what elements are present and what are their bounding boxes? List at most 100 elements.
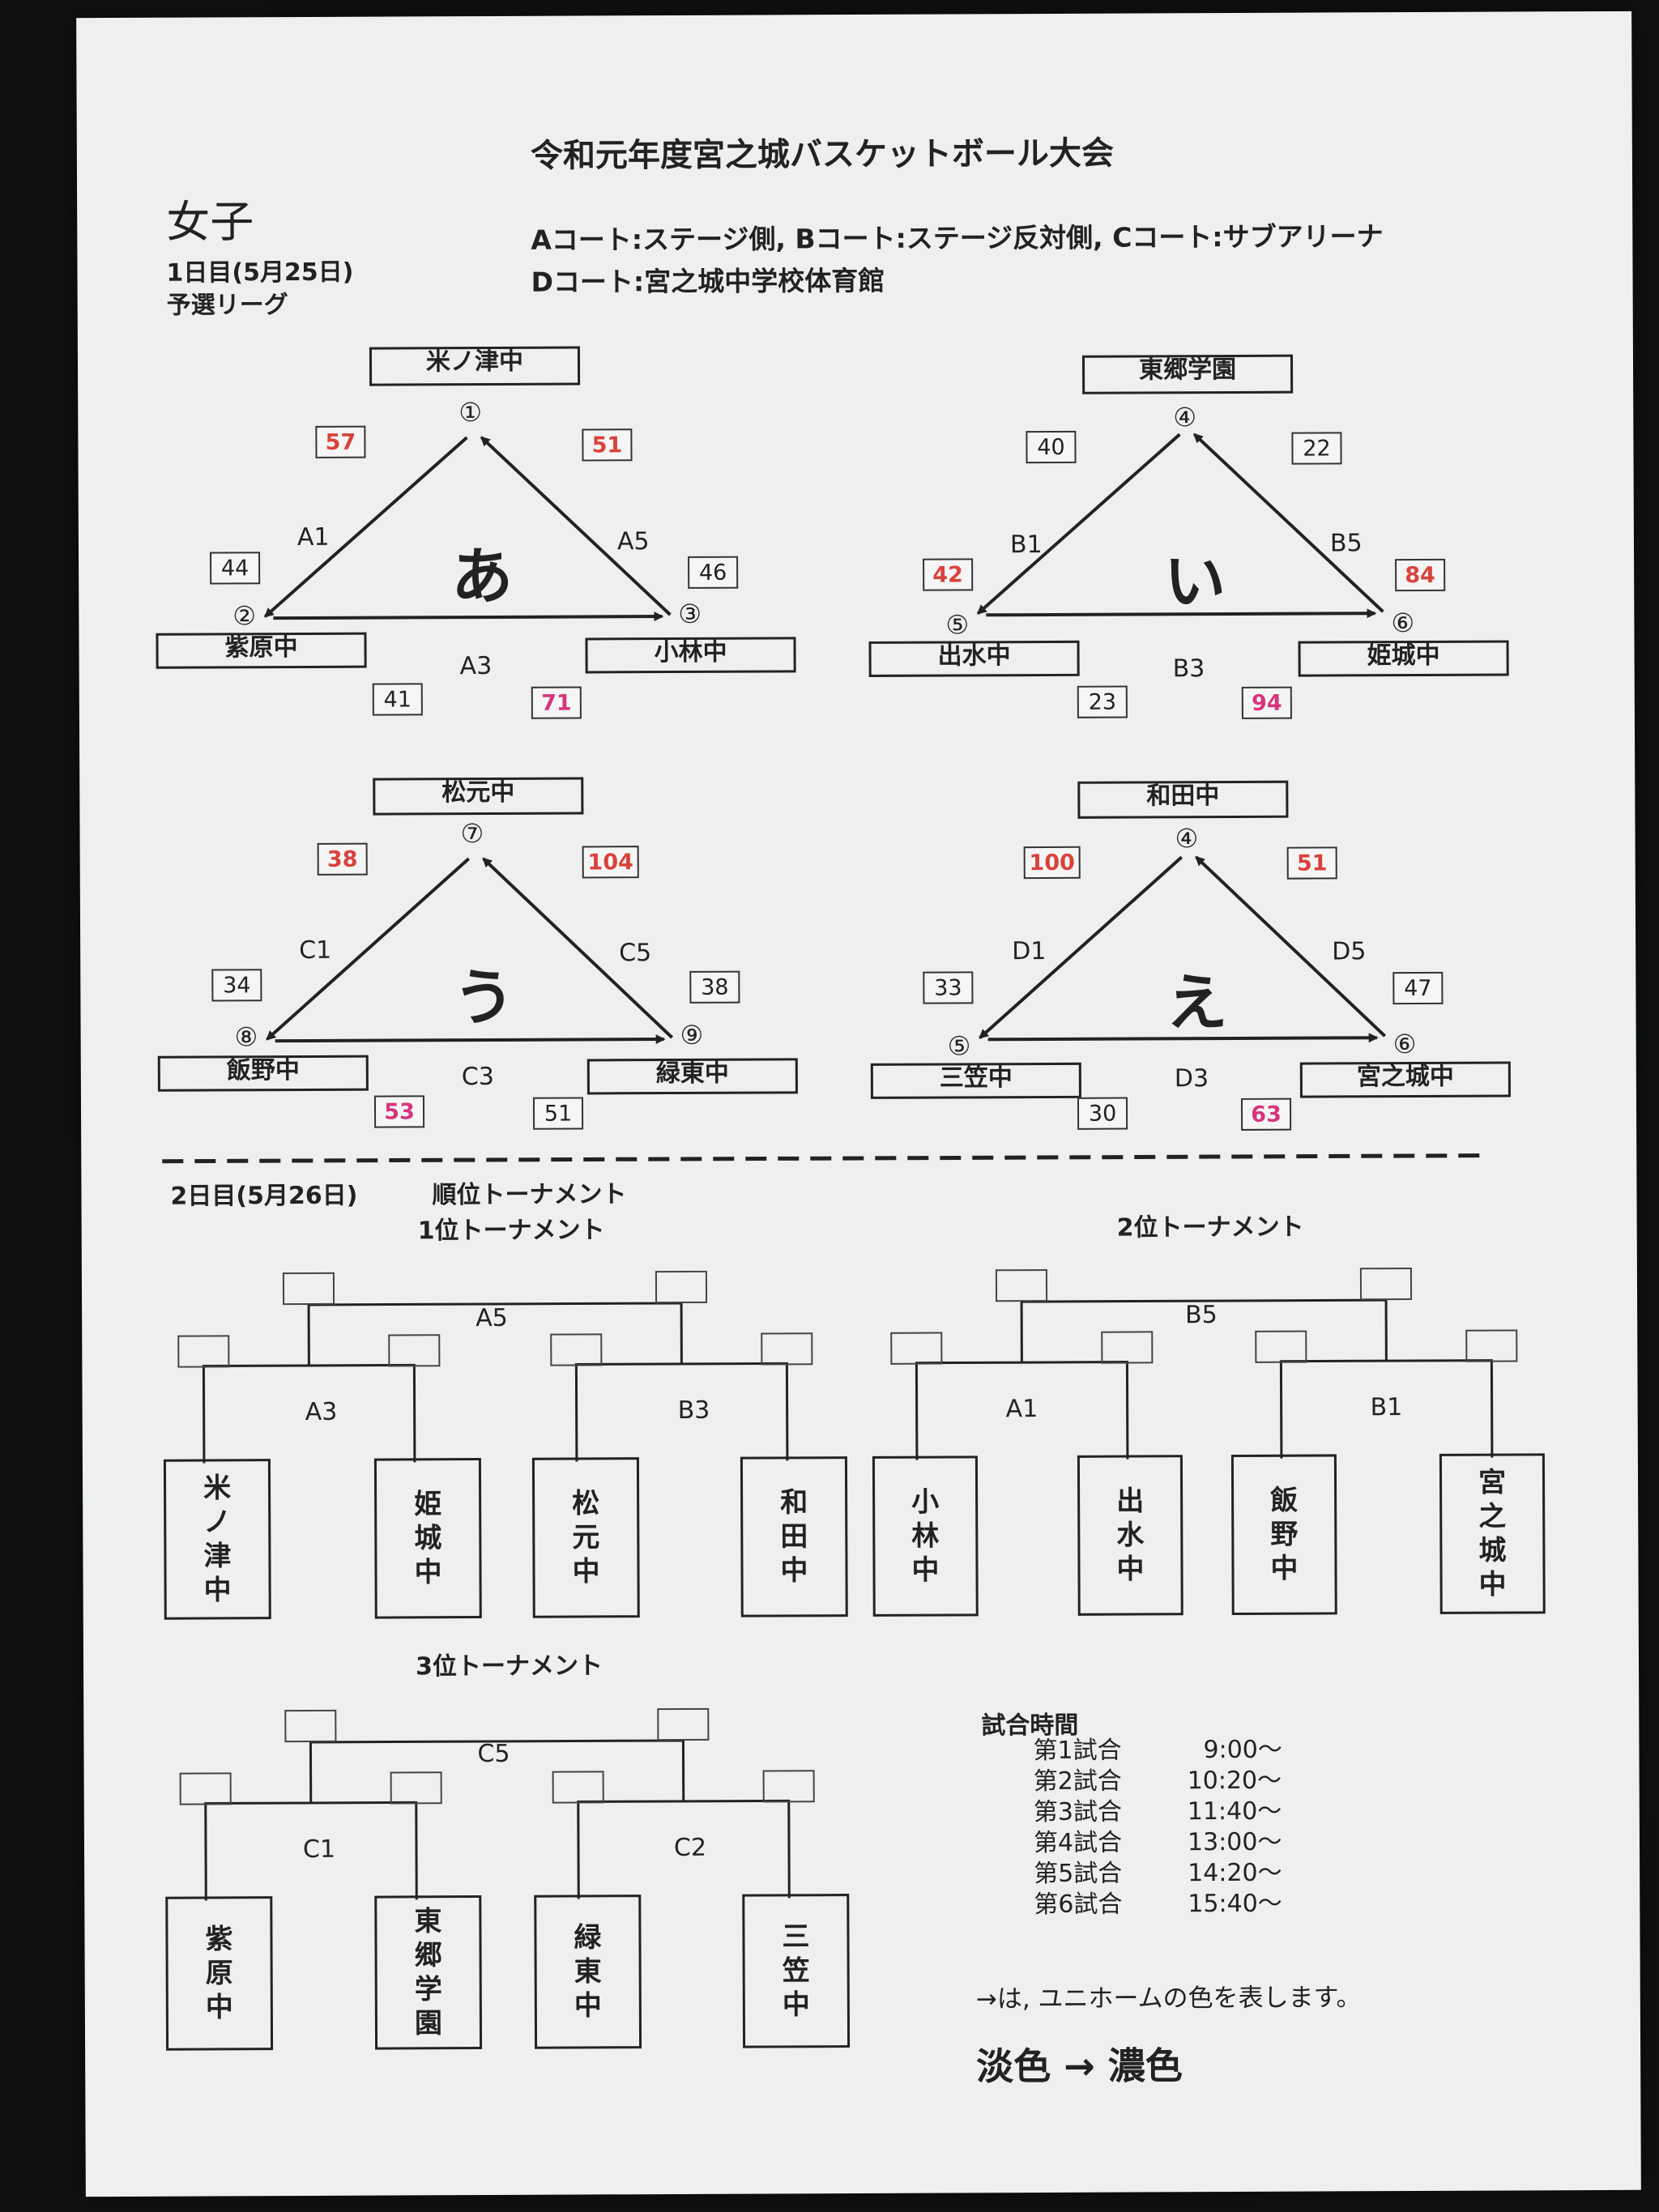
time-row-time: 14:20〜 [1188, 1858, 1282, 1888]
t2-team-3: 飯 野 中 [1230, 1454, 1337, 1615]
t3-s1-score-right [390, 1771, 442, 1805]
t3-semi1-label: C1 [302, 1835, 336, 1865]
t2-title: 2位トーナメント [1116, 1213, 1304, 1242]
game-c3-label: C3 [461, 1062, 494, 1092]
t3-final-score-left [284, 1709, 337, 1743]
t1-title: 1位トーナメント [417, 1216, 605, 1246]
t1-s2-score-right [761, 1332, 813, 1366]
t2-final-line [1021, 1298, 1387, 1303]
t2-s2-score-left [1255, 1330, 1307, 1363]
score-a5-right: 46 [688, 556, 739, 589]
t2-s1-score-left [890, 1332, 943, 1365]
t3-team-3-name: 緑 東 中 [574, 1921, 602, 2022]
schedule-sheet: 令和元年度宮之城バスケットボール大会 女子 1日目(5月25日) 予選リーグ A… [76, 11, 1641, 2197]
t3-team-3: 緑 東 中 [534, 1894, 642, 2049]
t2-s2-score-right [1465, 1329, 1518, 1362]
score-d1-top: 100 [1023, 846, 1081, 880]
league-a-right-team: 小林中 [585, 637, 796, 674]
score-c1-top: 38 [317, 842, 368, 876]
separator-line [162, 1153, 1491, 1164]
game-d3-label: D3 [1174, 1064, 1209, 1093]
arrow-d1 [979, 855, 1183, 1039]
score-b3-right: 94 [1241, 686, 1292, 719]
league-u-right-num: ⑨ [680, 1019, 704, 1051]
league-a-left-team: 紫原中 [156, 632, 367, 669]
game-c5-label: C5 [619, 939, 652, 968]
league-e-right-team: 宮之城中 [1299, 1061, 1511, 1098]
arrow-b1 [976, 433, 1181, 615]
time-row-game: 第4試合 [1033, 1828, 1123, 1858]
time-row-time: 13:00〜 [1187, 1827, 1282, 1857]
t3-team-1-name: 紫 原 中 [205, 1923, 233, 2024]
score-b1-left: 42 [923, 558, 974, 591]
time-row-game: 第2試合 [1033, 1767, 1122, 1796]
time-row-game: 第1試合 [1033, 1736, 1122, 1766]
game-c1-label: C1 [299, 936, 332, 965]
game-a5-label: A5 [616, 527, 650, 556]
game-b5-label: B5 [1329, 529, 1363, 558]
arrow-b3 [986, 608, 1377, 619]
t1-team-2-name: 姫 城 中 [414, 1488, 442, 1589]
league-u-kana: う [453, 961, 515, 1034]
t1-semi1-label: A3 [305, 1397, 338, 1426]
t2-final-score-left [995, 1268, 1048, 1302]
t1-final-line [309, 1302, 682, 1306]
arrow-d3 [987, 1033, 1379, 1043]
t1-team-2: 姫 城 中 [373, 1458, 482, 1619]
t3-team-4: 三 笠 中 [742, 1894, 851, 2048]
round2-label: 順位トーナメント [432, 1180, 627, 1210]
t1-final-score-right [655, 1270, 708, 1304]
score-a3-right: 71 [531, 686, 582, 719]
t1-team-4: 和 田 中 [740, 1456, 848, 1617]
league-e-left-num: ⑤ [947, 1030, 971, 1062]
score-a5-top: 51 [582, 428, 633, 462]
league-u-top-team: 松元中 [373, 777, 584, 816]
league-i-right-team: 姫城中 [1298, 640, 1509, 677]
league-e-kana: え [1166, 966, 1228, 1039]
courts-line-2: Dコート:宮之城中学校体育館 [531, 264, 885, 298]
score-d3-right: 63 [1240, 1097, 1292, 1131]
t3-team-1: 紫 原 中 [165, 1896, 274, 2051]
league-i-top-num: ④ [1173, 402, 1197, 433]
t1-team-4-name: 和 田 中 [780, 1486, 808, 1588]
t2-team-4-name: 宮 之 城 中 [1478, 1466, 1507, 1601]
score-d5-top: 51 [1286, 846, 1337, 880]
t1-s2-score-left [550, 1333, 603, 1366]
league-i-left-num: ⑤ [945, 609, 970, 641]
t3-title: 3位トーナメント [415, 1652, 603, 1681]
t1-final-score-left [282, 1272, 335, 1306]
t1-s1-score-right [388, 1334, 441, 1367]
score-a1-top: 57 [315, 425, 366, 458]
t1-team-3-name: 松 元 中 [572, 1487, 600, 1588]
score-b1-top: 40 [1026, 430, 1077, 464]
time-row-time: 9:00〜 [1203, 1735, 1282, 1765]
game-a3-label: A3 [459, 651, 493, 681]
t1-team-3: 松 元 中 [531, 1457, 640, 1618]
t2-s1-score-right [1101, 1331, 1154, 1364]
t3-team-2-name: 東 郷 学 園 [414, 1905, 443, 2040]
score-c5-right: 38 [689, 970, 740, 1004]
t1-semi2-label: B3 [677, 1396, 710, 1425]
score-c3-left: 53 [373, 1095, 425, 1128]
league-u-left-team: 飯野中 [157, 1055, 369, 1092]
t2-final-score-right [1359, 1268, 1413, 1301]
league-e-top-num: ④ [1175, 823, 1199, 855]
arrow-b5 [1192, 433, 1384, 613]
league-i-top-team: 東郷学園 [1081, 354, 1294, 394]
league-e-right-num: ⑥ [1392, 1028, 1417, 1060]
game-b3-label: B3 [1172, 654, 1205, 684]
league-e-left-team: 三笠中 [870, 1062, 1081, 1099]
league-u-top-num: ⑦ [460, 818, 484, 850]
page-title: 令和元年度宮之城バスケットボール大会 [530, 134, 1114, 175]
time-row-time: 15:40〜 [1188, 1889, 1282, 1919]
score-c1-left: 34 [211, 969, 262, 1002]
score-b3-left: 23 [1077, 685, 1128, 718]
arrow-c3 [275, 1034, 666, 1045]
league-a-right-num: ③ [678, 598, 702, 629]
score-b5-right: 84 [1395, 558, 1446, 592]
